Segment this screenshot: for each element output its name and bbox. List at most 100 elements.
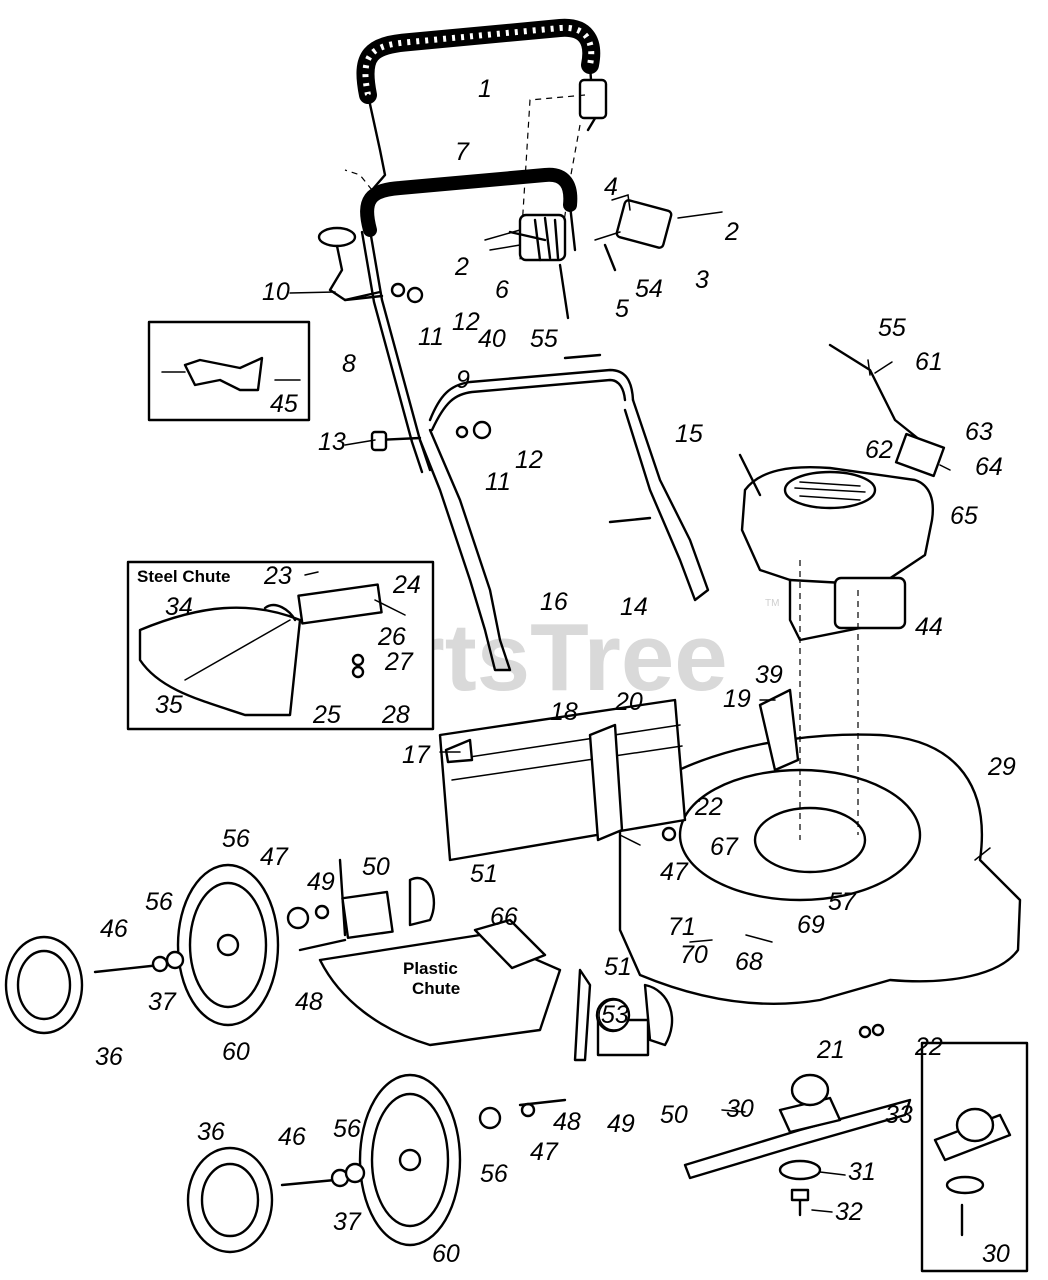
handle-knob [317,226,384,302]
callout-60a: 60 [222,1038,250,1066]
plastic-chute [318,918,562,1047]
throttle-cable [828,343,922,442]
callout-54: 54 [635,275,663,303]
watermark-trademark: TM [765,598,779,609]
callout-2a: 2 [454,253,469,281]
callout-63: 63 [965,418,993,446]
callout-13: 13 [318,428,346,456]
callout-61: 61 [915,348,943,376]
callout-31: 31 [848,1158,876,1186]
bolt-46a [93,963,162,974]
callout-1: 1 [478,75,492,103]
callout-56b: 56 [145,888,173,916]
callout-17: 17 [402,741,431,769]
callout-47c: 47 [530,1138,559,1166]
callout-55a: 55 [530,325,558,353]
callout-47a: 47 [660,858,689,886]
callout-51a: 51 [470,860,498,888]
inset-box-30 [920,1041,1029,1273]
callout-24: 24 [392,571,421,599]
callout-7: 7 [455,138,470,166]
callout-45: 45 [270,390,298,418]
callout-5: 5 [615,295,629,323]
callout-34: 34 [165,593,193,621]
plastic-chute-title-line2: Chute [412,979,460,998]
callout-49a: 49 [307,868,335,896]
callout-16: 16 [540,588,568,616]
callout-28: 28 [381,701,410,729]
callout-53-circle [598,999,630,1031]
callout-56d: 56 [480,1160,508,1188]
callout-32: 32 [835,1198,863,1226]
height-adjuster-front [573,968,885,1062]
callout-48b: 48 [553,1108,581,1136]
callout-65: 65 [950,502,978,530]
callout-30b: 30 [982,1240,1010,1268]
callout-46a: 46 [100,915,128,943]
callout-62: 62 [865,436,893,464]
upper-handle [356,18,608,192]
steel-chute-parts [138,583,406,717]
callout-4: 4 [604,173,618,201]
callout-37b: 37 [333,1208,362,1236]
leader-lines [289,291,991,1213]
callout-67: 67 [710,833,739,861]
callout-68: 68 [735,948,763,976]
callout-40: 40 [478,325,506,353]
callout-36a: 36 [95,1043,123,1071]
callout-18: 18 [550,698,578,726]
plastic-chute-title-line1: Plastic [403,959,458,978]
callout-66: 66 [490,903,518,931]
callout-39: 39 [755,661,783,689]
steel-chute-title: Steel Chute [137,567,231,586]
callout-64: 64 [975,453,1003,481]
callout-53: 53 [601,1001,629,1029]
callout-56c: 56 [333,1115,361,1143]
callout-8: 8 [342,350,356,378]
engine [738,453,934,642]
callout-51b: 51 [604,953,632,981]
hubcap-36b [186,1146,274,1254]
callout-33: 33 [885,1101,913,1129]
callout-57: 57 [828,888,857,916]
rear-guard [438,698,687,862]
callout-30a: 30 [726,1095,754,1123]
callout-47b: 47 [260,843,289,871]
wheel-rear-right [358,1073,462,1247]
callout-37a: 37 [148,988,177,1016]
bolt-46b [280,1178,337,1187]
callout-11b: 11 [485,468,511,496]
callout-21: 21 [816,1036,845,1064]
callout-49b: 49 [607,1110,635,1138]
callout-46b: 46 [278,1123,306,1151]
hubcap-36a [4,935,84,1035]
callout-12a: 12 [452,308,480,336]
callout-29: 29 [987,753,1016,781]
callout-69: 69 [797,911,825,939]
lower-handle [418,353,710,672]
callout-44: 44 [915,613,943,641]
callout-23: 23 [263,562,292,590]
inset-30-parts [933,1107,1012,1237]
callout-6: 6 [495,276,509,304]
callout-10: 10 [262,278,290,306]
callout-11a: 11 [418,323,444,351]
callout-12b: 12 [515,446,543,474]
inset-box-45 [147,320,311,422]
control-assembly [484,194,723,320]
callout-26: 26 [377,623,406,651]
callout-27: 27 [384,648,414,676]
inset-45-parts [161,356,301,392]
callout-71: 71 [668,913,696,941]
callout-20: 20 [614,688,643,716]
callout-35: 35 [155,691,183,719]
callout-9: 9 [456,366,470,394]
callout-50a: 50 [362,853,390,881]
callout-55b: 55 [878,314,906,342]
callout-36b: 36 [197,1118,225,1146]
callout-14: 14 [620,593,648,621]
callout-3: 3 [695,266,709,294]
callout-48a: 48 [295,988,323,1016]
callout-50b: 50 [660,1101,688,1129]
